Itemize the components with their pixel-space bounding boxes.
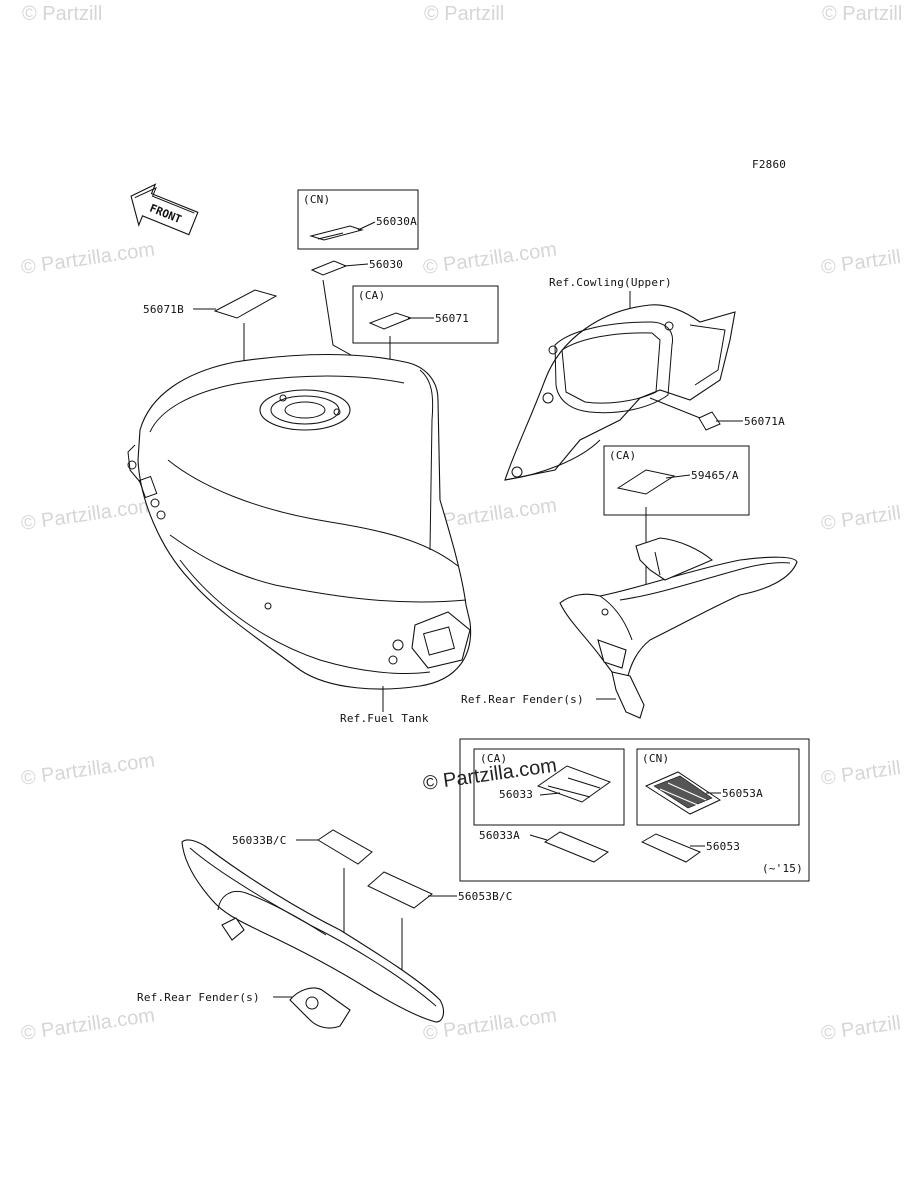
cn-box-top-label: (CN)	[303, 193, 330, 206]
watermark: © Partzill	[424, 3, 504, 25]
watermark: © Partzill	[820, 502, 903, 535]
decal-56071B	[213, 289, 278, 319]
part-label-56071: 56071	[435, 312, 469, 325]
part-label-56030A: 56030A	[376, 215, 417, 228]
part-label-56053A: 56053A	[722, 787, 763, 800]
decal-56053BC	[367, 871, 433, 909]
part-label-56071B: 56071B	[143, 303, 184, 316]
year-note: (~'15)	[762, 862, 803, 875]
decal-56053A	[644, 771, 722, 815]
ref-fuel-tank: Ref.Fuel Tank	[340, 712, 429, 725]
cn-box-top	[297, 189, 419, 250]
ca-box-top	[352, 285, 499, 344]
watermark: © Partzilla.com	[20, 494, 157, 535]
ca-box-bottom-label: (CA)	[480, 752, 507, 765]
figure-id: F2860	[752, 158, 786, 171]
part-label-56033: 56033	[499, 788, 533, 801]
decal-56030	[310, 260, 348, 276]
cn-box-bottom	[636, 748, 800, 826]
ca-box-right	[603, 445, 750, 516]
watermark: © Partzilla.com	[422, 238, 559, 279]
part-label-59465A: 59465/A	[691, 469, 739, 482]
ref-cowling-upper: Ref.Cowling(Upper)	[549, 276, 672, 289]
watermark: © Partzill	[820, 246, 903, 279]
decal-56071A	[698, 411, 721, 431]
watermark: © Partzilla.com	[20, 1004, 157, 1045]
rear-fender-lower	[181, 839, 445, 1029]
year-box	[459, 738, 810, 882]
part-label-56053: 56053	[706, 840, 740, 853]
front-arrow-icon: FRONT	[130, 183, 199, 236]
watermark: © Partzilla.com	[20, 238, 157, 279]
watermark: © Partzill	[822, 3, 902, 25]
watermark: © Partzill	[820, 1012, 903, 1045]
cowling-upper	[504, 304, 736, 481]
ref-rear-fender-2: Ref.Rear Fender(s)	[137, 991, 260, 1004]
decal-56033BC	[317, 829, 373, 865]
part-label-56033BC: 56033B/C	[232, 834, 287, 847]
part-label-56053BC: 56053B/C	[458, 890, 513, 903]
ref-rear-fender-1: Ref.Rear Fender(s)	[461, 693, 584, 706]
part-label-56071A: 56071A	[744, 415, 785, 428]
decal-56053	[640, 833, 702, 863]
part-label-56030: 56030	[369, 258, 403, 271]
ca-box-bottom	[473, 748, 625, 826]
decal-59465A	[616, 469, 676, 495]
watermark: © Partzilla.com	[20, 749, 157, 790]
fuel-tank	[127, 353, 472, 690]
ca-box-top-label: (CA)	[358, 289, 385, 302]
decal-56071	[368, 312, 413, 330]
rear-fender-upper	[559, 537, 798, 719]
decal-56033A	[543, 831, 610, 863]
watermark: © Partzill	[820, 757, 903, 790]
ca-box-right-label: (CA)	[609, 449, 636, 462]
decal-56030A	[309, 225, 364, 241]
cn-box-bottom-label: (CN)	[642, 752, 669, 765]
decal-56033	[536, 765, 612, 803]
part-label-56033A: 56033A	[479, 829, 520, 842]
watermark: © Partzill	[22, 3, 102, 25]
